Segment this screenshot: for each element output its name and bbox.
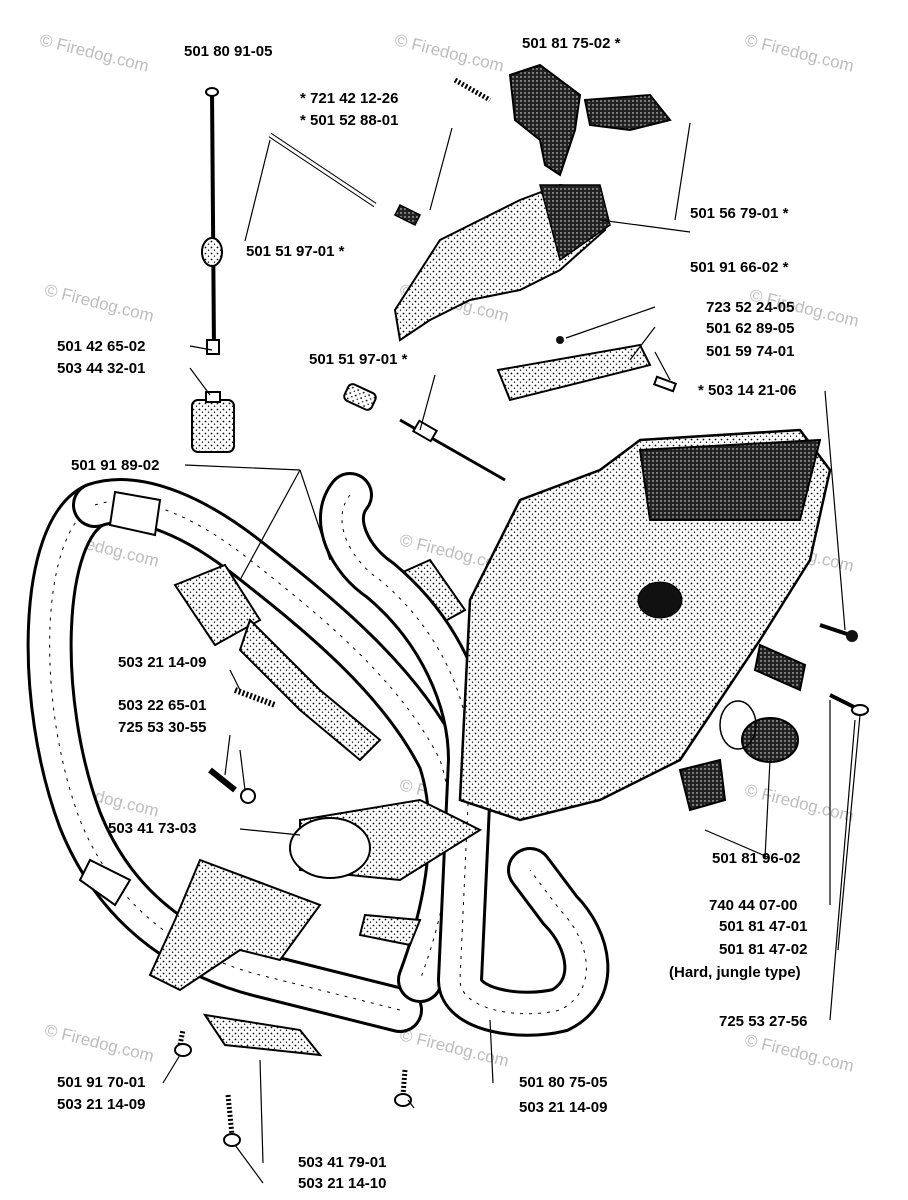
part-label: * 721 42 12-26 — [300, 90, 399, 107]
part-label: 723 52 24-05 — [706, 299, 795, 316]
part-label: 740 44 07-00 — [709, 897, 798, 914]
mounting-brackets — [148, 858, 422, 1057]
leader-lines — [162, 122, 861, 1184]
part-label: 501 56 79-01 * — [690, 205, 789, 222]
throttle-trigger-parts — [268, 63, 672, 402]
part-label: 501 51 97-01 * — [246, 243, 345, 260]
part-label: 501 91 66-02 * — [690, 259, 789, 276]
part-label: 503 21 14-10 — [298, 1175, 387, 1192]
choke-rod — [191, 87, 235, 453]
part-label: 503 41 79-01 — [298, 1154, 387, 1171]
part-label: 503 21 14-09 — [57, 1096, 146, 1113]
part-label: 501 42 65-02 — [57, 338, 146, 355]
engine-housing — [289, 428, 832, 882]
part-label: 503 22 65-01 — [118, 697, 207, 714]
part-label: 503 21 14-09 — [118, 654, 207, 671]
part-label: 501 80 91-05 — [184, 43, 273, 60]
part-label: 501 59 74-01 — [706, 343, 795, 360]
pin-assembly — [343, 383, 506, 482]
part-label: 503 44 32-01 — [57, 360, 146, 377]
part-label: 501 81 75-02 * — [522, 35, 621, 52]
part-label: 503 41 73-03 — [108, 820, 197, 837]
part-label: 501 80 75-05 — [519, 1074, 608, 1091]
part-label: 501 81 47-02 — [719, 941, 808, 958]
part-label: 725 53 30-55 — [118, 719, 207, 736]
part-label: 501 91 89-02 — [71, 457, 160, 474]
part-label: 501 81 47-01 — [719, 918, 808, 935]
part-label: 501 91 70-01 — [57, 1074, 146, 1091]
part-label: * 501 52 88-01 — [300, 112, 399, 129]
part-label: 725 53 27-56 — [719, 1013, 808, 1030]
part-label: 501 51 97-01 * — [309, 351, 408, 368]
fasteners — [174, 336, 869, 1147]
part-label: * 503 14 21-06 — [698, 382, 797, 399]
part-label: 501 62 89-05 — [706, 320, 795, 337]
part-label: (Hard, jungle type) — [669, 964, 801, 981]
part-label: 503 21 14-09 — [519, 1099, 608, 1116]
part-label: 501 81 96-02 — [712, 850, 801, 867]
